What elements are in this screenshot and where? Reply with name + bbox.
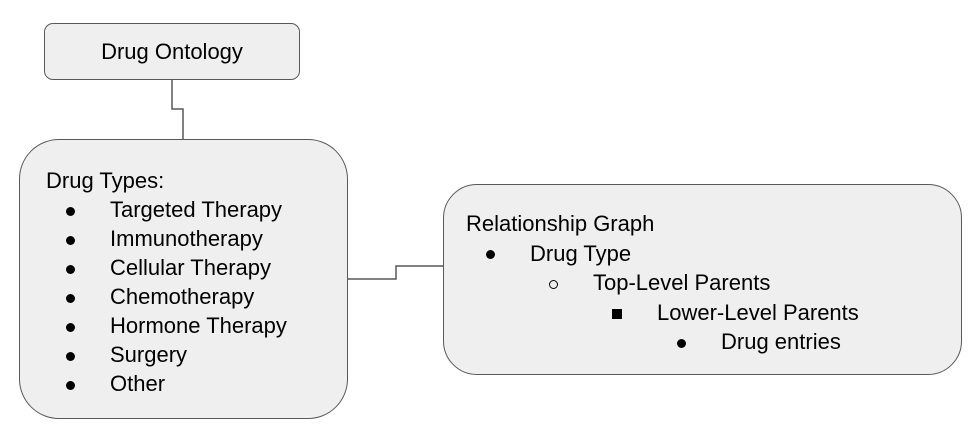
list-item: Chemotherapy bbox=[46, 282, 347, 311]
drug-types-box: Drug Types: Targeted Therapy Immunothera… bbox=[19, 139, 348, 419]
list-item-label: Cellular Therapy bbox=[110, 255, 272, 280]
list-item-label: Other bbox=[110, 371, 166, 396]
bullet-dot-icon bbox=[60, 224, 80, 253]
bullet-circle-icon bbox=[543, 268, 563, 298]
list-item: Targeted Therapy bbox=[46, 195, 347, 224]
list-item: Drug entries bbox=[466, 327, 961, 357]
list-item-label: Targeted Therapy bbox=[110, 197, 283, 222]
bullet-dot-icon bbox=[60, 340, 80, 369]
list-item: Hormone Therapy bbox=[46, 311, 347, 340]
bullet-square-icon bbox=[607, 298, 627, 328]
bullet-dot-icon bbox=[60, 253, 80, 282]
list-item: Other bbox=[46, 369, 347, 398]
drug-ontology-box: Drug Ontology bbox=[44, 23, 300, 80]
level1-label: Drug Type bbox=[530, 240, 632, 266]
list-item: Drug Type bbox=[466, 239, 961, 269]
drug-types-heading-row: Drug Types: bbox=[46, 166, 347, 195]
bullet-dot-icon bbox=[60, 369, 80, 398]
list-item: Immunotherapy bbox=[46, 224, 347, 253]
connector-ontology-to-types bbox=[171, 80, 184, 139]
relationship-graph-heading: Relationship Graph bbox=[466, 211, 655, 236]
list-item-label: Chemotherapy bbox=[110, 284, 255, 309]
list-item: Lower-Level Parents bbox=[466, 298, 961, 328]
bullet-dot-icon bbox=[60, 311, 80, 340]
list-item: Surgery bbox=[46, 340, 347, 369]
drug-ontology-title: Drug Ontology bbox=[101, 38, 243, 64]
relationship-graph-heading-row: Relationship Graph bbox=[466, 209, 961, 239]
bullet-dot-icon bbox=[60, 282, 80, 311]
list-item: Cellular Therapy bbox=[46, 253, 347, 282]
list-item-label: Surgery bbox=[110, 342, 188, 367]
bullet-dot-icon bbox=[60, 195, 80, 224]
connector-types-to-graph bbox=[348, 265, 443, 280]
bullet-dot-icon bbox=[671, 327, 691, 357]
list-item-label: Hormone Therapy bbox=[110, 313, 287, 338]
drug-types-heading: Drug Types: bbox=[46, 168, 165, 193]
level2-label: Top-Level Parents bbox=[593, 270, 771, 295]
list-item: Top-Level Parents bbox=[466, 268, 961, 298]
relationship-graph-box: Relationship Graph Drug Type Top-Level P… bbox=[443, 184, 962, 375]
level3-label: Lower-Level Parents bbox=[657, 299, 859, 325]
level4-label: Drug entries bbox=[721, 329, 841, 354]
bullet-dot-icon bbox=[480, 239, 500, 269]
list-item-label: Immunotherapy bbox=[110, 226, 263, 251]
